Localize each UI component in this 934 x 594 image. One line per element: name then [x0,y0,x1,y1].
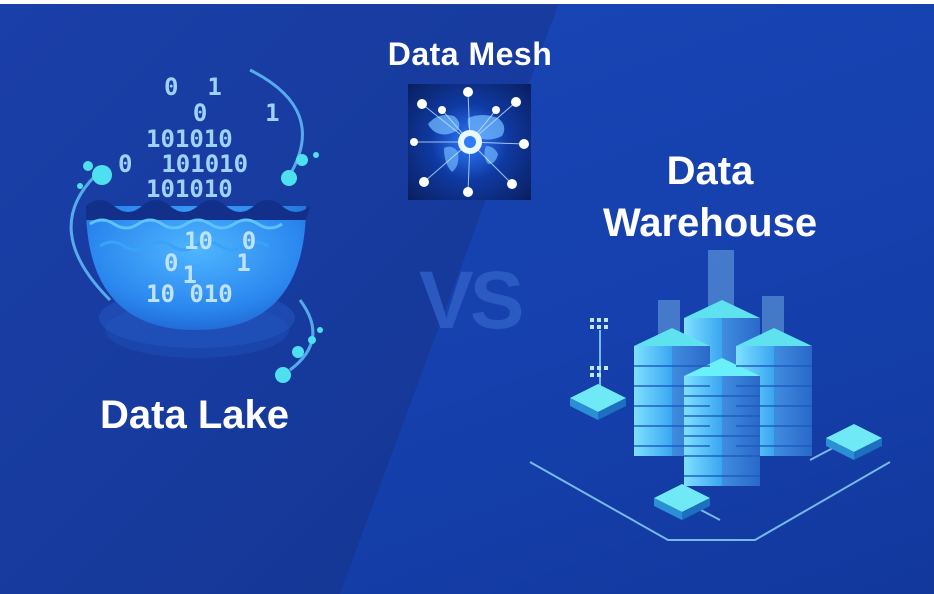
binary-under-1: 10 0 [184,227,257,255]
data-warehouse-title: Data Warehouse [560,145,860,249]
binary-line-5: 101010 [146,175,233,203]
top-border [0,0,934,4]
data-mesh-network-image [408,84,531,200]
binary-under-2: 0 1 [164,249,251,277]
versus-label: VS [419,255,524,346]
data-mesh-title: Data Mesh [387,36,553,72]
binary-line-2: 0 1 [164,99,280,127]
network-globe-icon [410,87,529,197]
binary-line-1: 0 1 [164,73,222,101]
data-lake-title: Data Lake [100,393,289,437]
binary-line-4: 0 101010 [118,150,249,178]
connector-pad-left [570,384,626,420]
binary-line-3: 101010 [146,125,233,153]
data-warehouse-title-line2: Warehouse [602,201,818,245]
data-warehouse-title-line1: Data [666,149,754,193]
binary-under-4: 10 010 [146,280,233,308]
binary-under-3: 1 [168,261,197,289]
